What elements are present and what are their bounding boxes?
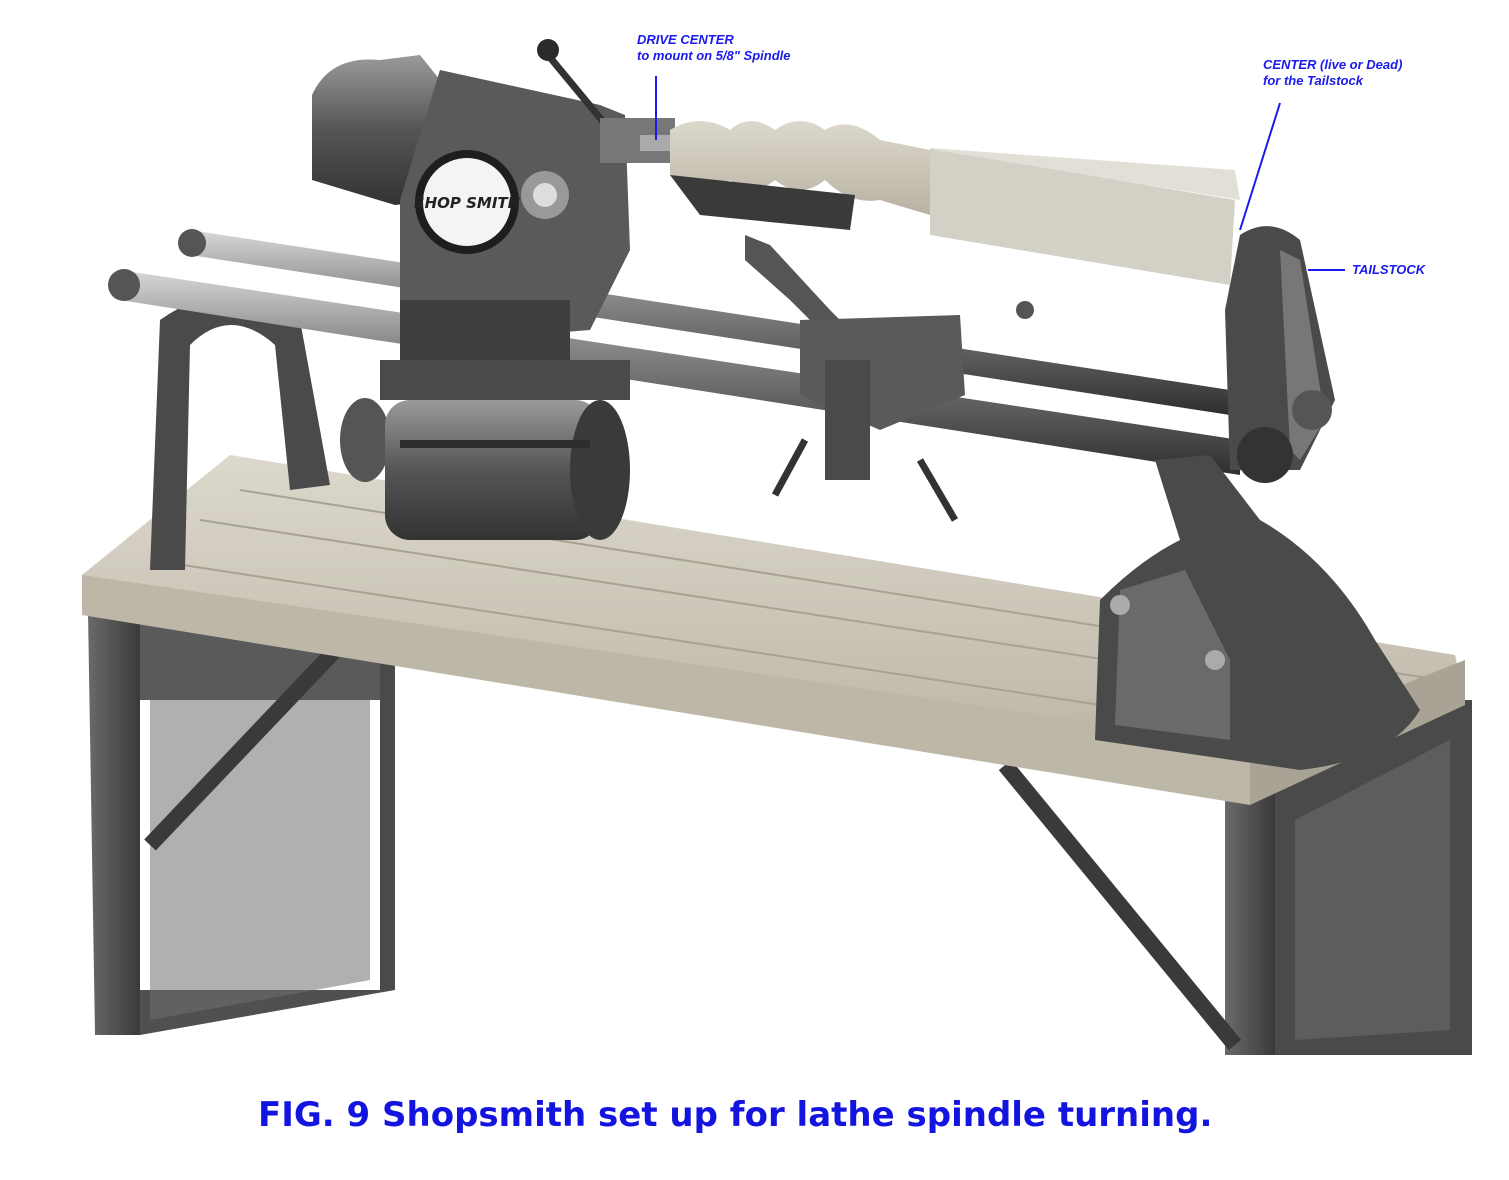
bench-right-leg [998,700,1472,1055]
center-tailstock-line1: CENTER (live or Dead) [1263,57,1403,72]
shopsmith-logo-text: SHOP SMITH [414,194,521,212]
center-tailstock-label: CENTER (live or Dead) for the Tailstock [1263,57,1402,89]
tailstock [1225,226,1335,483]
figure-caption: FIG. 9 Shopsmith set up for lathe spindl… [258,1095,1213,1135]
spindle-and-workpiece [600,118,1240,285]
left-support-bracket [150,295,330,570]
center-tailstock-line2: for the Tailstock [1263,73,1363,88]
tailstock-leg [1095,455,1420,770]
drive-center-line2: to mount on 5/8" Spindle [637,48,791,63]
annotation-leaders [655,76,1345,271]
drive-center-line1: DRIVE CENTER [637,32,734,47]
motor [340,398,630,540]
center-tailstock-leader [1239,102,1281,231]
bench-left-leg [88,612,395,1035]
headstock: SHOP SMITH [312,39,630,400]
tailstock-label: TAILSTOCK [1352,262,1425,278]
tool-rest [670,175,1034,522]
tailstock-line1: TAILSTOCK [1352,262,1426,277]
drive-center-label: DRIVE CENTER to mount on 5/8" Spindle [637,32,791,64]
